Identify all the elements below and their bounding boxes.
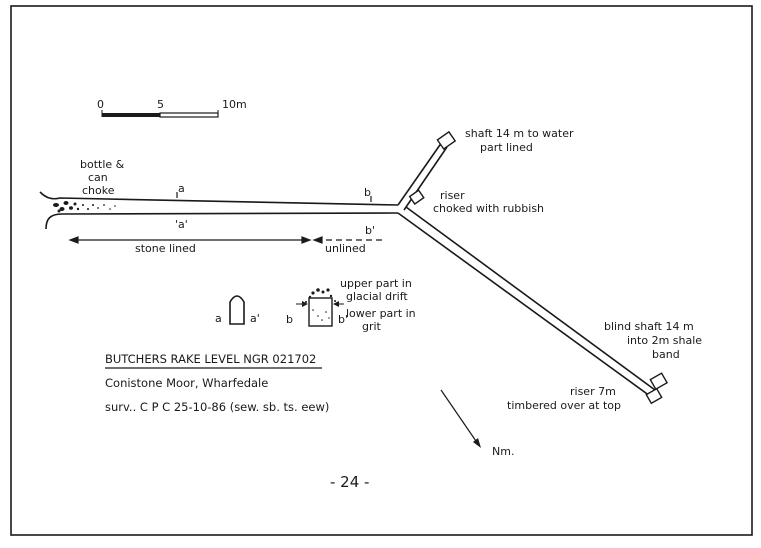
drift-line-1: upper part in xyxy=(340,277,412,290)
blind-shaft xyxy=(649,372,669,391)
scale-tick-10: 10m xyxy=(222,98,247,111)
grit-line-1: lower part in xyxy=(346,307,416,320)
title-main: BUTCHERS RAKE LEVEL NGR 021702 xyxy=(105,352,316,366)
cross-section-b xyxy=(296,288,344,327)
cross-section-a-right: a' xyxy=(250,312,260,325)
riser-choked-line-2: choked with rubbish xyxy=(433,202,544,215)
choke-line-1: bottle & xyxy=(80,158,125,171)
unlined-label: unlined xyxy=(325,242,366,255)
page-number: - 24 - xyxy=(330,473,369,491)
choke-label: bottle & can choke xyxy=(80,158,128,197)
blind-shaft-line-1: blind shaft 14 m xyxy=(604,320,694,333)
stone-lined-label: stone lined xyxy=(135,242,196,255)
cross-section-b-left: b xyxy=(286,313,293,326)
north-label: Nm. xyxy=(492,445,514,458)
shaft-water-line-2: part lined xyxy=(480,141,533,154)
section-a-prime-label: 'a' xyxy=(175,218,188,231)
scale-tick-5: 5 xyxy=(157,98,164,111)
drift-label: upper part in glacial drift xyxy=(340,277,415,303)
section-b-prime-label: b' xyxy=(365,224,375,237)
cross-section-a xyxy=(229,295,245,325)
north-arrow xyxy=(440,389,481,448)
southeast-branch xyxy=(397,206,656,397)
riser-7m-line-1: riser 7m xyxy=(570,385,616,398)
cross-section-a-left: a xyxy=(215,312,222,325)
scale-tick-0: 0 xyxy=(97,98,104,111)
blind-shaft-line-3: band xyxy=(652,348,680,361)
riser-choked xyxy=(408,189,425,205)
grit-line-2: grit xyxy=(362,320,382,333)
riser-7m-label: riser 7m timbered over at top xyxy=(507,385,621,412)
riser-choked-label: riser choked with rubbish xyxy=(433,189,544,215)
lining-arrows xyxy=(68,236,386,244)
riser-7m-line-2: timbered over at top xyxy=(507,399,621,412)
shaft-14m xyxy=(436,130,457,150)
grit-label: lower part in grit xyxy=(346,307,419,333)
drift-line-2: glacial drift xyxy=(346,290,408,303)
blind-shaft-line-2: into 2m shale xyxy=(627,334,702,347)
cross-section-b-right: b' xyxy=(338,313,348,326)
section-markers xyxy=(176,192,372,202)
choke-line-3: choke xyxy=(82,184,115,197)
title-location: Conistone Moor, Wharfedale xyxy=(105,376,268,390)
riser-choked-line-1: riser xyxy=(440,189,465,202)
section-a-label: a xyxy=(178,182,185,195)
blind-shaft-label: blind shaft 14 m into 2m shale band xyxy=(604,320,706,361)
shaft-water-label: shaft 14 m to water part lined xyxy=(465,127,577,154)
scale-bar: 0 5 10m xyxy=(97,98,247,118)
section-b-label: b xyxy=(364,186,371,199)
title-survey: surv.. C P C 25-10-86 (sew. sb. ts. eew) xyxy=(105,400,329,414)
page-border xyxy=(10,5,753,536)
choke-rubble xyxy=(53,201,116,213)
level-passage xyxy=(39,191,399,230)
choke-line-2: can xyxy=(88,171,108,184)
shaft-water-line-1: shaft 14 m to water xyxy=(465,127,574,140)
riser-7m xyxy=(645,387,663,405)
